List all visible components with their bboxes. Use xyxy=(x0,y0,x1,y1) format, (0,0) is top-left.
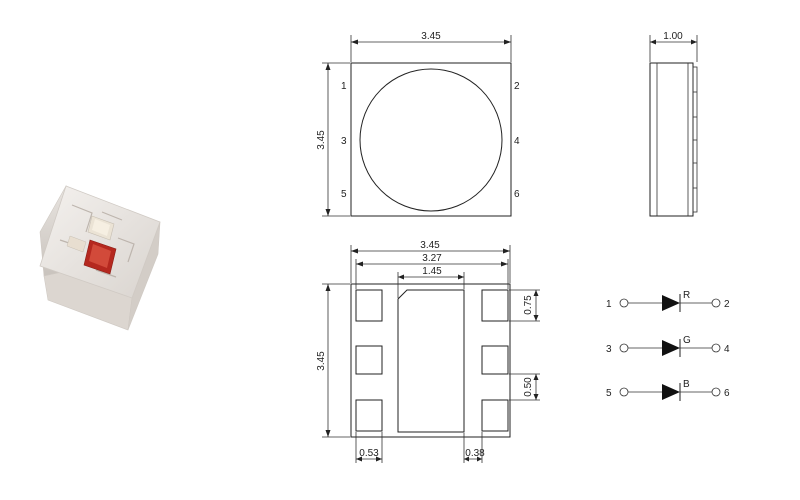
top-width-label: 3.45 xyxy=(421,31,441,42)
bottom-view: 3.45 3.27 1.45 3.45 xyxy=(316,240,540,463)
top-pin-1: 1 xyxy=(341,81,347,92)
side-view-outline xyxy=(649,62,694,217)
bottom-pad-gap-label: 0.50 xyxy=(523,377,534,397)
top-view-lens xyxy=(359,68,503,212)
bottom-pad-2 xyxy=(481,289,509,322)
diode-icon xyxy=(662,384,680,400)
bottom-pad-height-label: 0.75 xyxy=(523,295,534,315)
side-view: 1.00 xyxy=(649,31,698,217)
bottom-pad-spacing-dimension: 0.38 xyxy=(463,432,485,463)
pin-terminal-icon xyxy=(711,343,721,353)
schematic-pin-3: 3 xyxy=(606,344,612,355)
bottom-center-pad xyxy=(397,289,465,433)
pin-terminal-icon xyxy=(619,298,629,308)
top-pin-2: 2 xyxy=(514,81,520,92)
pin-terminal-icon xyxy=(711,387,721,397)
schematic-pin-1: 1 xyxy=(606,299,612,310)
top-view: 3.45 3.45 1 2 3 4 5 6 xyxy=(316,31,520,217)
top-pin-3: 3 xyxy=(341,136,347,147)
bottom-pad-5 xyxy=(355,399,383,432)
top-width-dimension: 3.45 xyxy=(350,31,512,62)
schematic-color-r: R xyxy=(683,290,690,301)
bottom-pad-width-dimension: 0.53 xyxy=(355,432,383,463)
bottom-pad-6 xyxy=(481,399,509,432)
bottom-center-pad-dimension: 1.45 xyxy=(397,266,465,298)
bottom-pad-1 xyxy=(355,289,383,322)
bottom-pad-height-dimension: 0.75 xyxy=(509,289,540,322)
led-product-photo xyxy=(39,184,161,331)
side-thickness-dimension: 1.00 xyxy=(649,31,698,62)
bottom-pad-width-label: 0.53 xyxy=(359,448,379,459)
schematic-pin-2: 2 xyxy=(724,299,730,310)
schematic-color-g: G xyxy=(683,335,691,346)
top-pin-4: 4 xyxy=(514,136,520,147)
pin-terminal-icon xyxy=(619,387,629,397)
diode-icon xyxy=(662,340,680,356)
top-height-dimension: 3.45 xyxy=(316,62,350,217)
pin-terminal-icon xyxy=(619,343,629,353)
bottom-height-dimension: 3.45 xyxy=(316,283,350,438)
bottom-height-label: 3.45 xyxy=(316,351,327,371)
pin-terminal-icon xyxy=(711,298,721,308)
bottom-inner-width-label: 3.27 xyxy=(422,253,442,264)
schematic-row-red: 1 2 R xyxy=(606,290,730,312)
schematic-row-blue: 5 6 B xyxy=(606,379,730,401)
bottom-pad-3 xyxy=(355,345,383,375)
side-thickness-label: 1.00 xyxy=(663,31,683,42)
bottom-width-label: 3.45 xyxy=(420,240,440,251)
bottom-view-outline xyxy=(350,283,511,438)
bottom-pad-spacing-label: 0.38 xyxy=(465,448,485,459)
top-pin-5: 5 xyxy=(341,189,347,200)
schematic-pin-5: 5 xyxy=(606,388,612,399)
bottom-pad-4 xyxy=(481,345,509,375)
top-pin-6: 6 xyxy=(514,189,520,200)
schematic-row-green: 3 4 G xyxy=(606,335,730,357)
bottom-center-pad-label: 1.45 xyxy=(422,266,442,277)
schematic-pin-6: 6 xyxy=(724,388,730,399)
schematic-color-b: B xyxy=(683,379,690,390)
diode-icon xyxy=(662,295,680,311)
top-view-outline xyxy=(350,62,512,217)
bottom-pad-gap-dimension: 0.50 xyxy=(509,373,540,401)
bottom-inner-width-dimension: 3.27 xyxy=(355,253,509,289)
pin-schematic: 1 2 R 3 4 G 5 xyxy=(606,290,730,401)
bottom-width-dimension: 3.45 xyxy=(350,240,511,283)
top-height-label: 3.45 xyxy=(316,130,327,150)
schematic-pin-4: 4 xyxy=(724,344,730,355)
